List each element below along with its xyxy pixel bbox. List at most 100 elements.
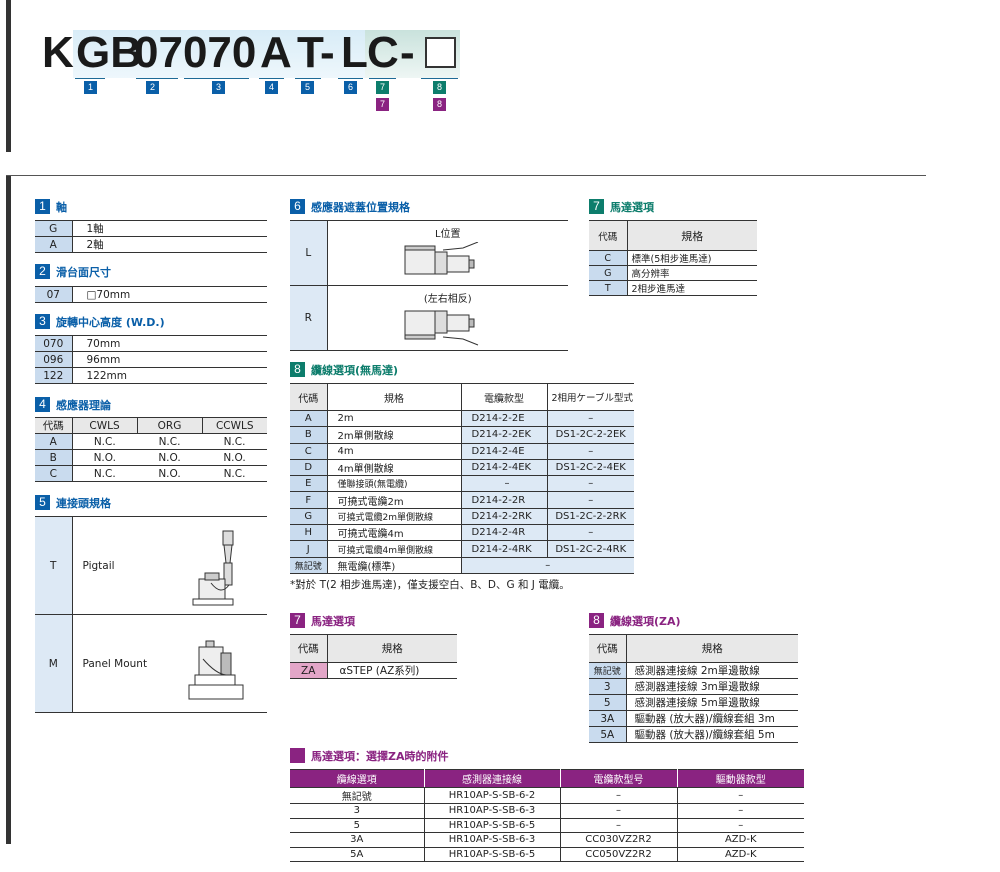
section-number: 5 xyxy=(35,495,50,510)
footnote: *對於 T(2 相步進馬達)，僅支援空白、B、D、G 和 J 電纜。 xyxy=(290,579,570,591)
accessories-title: 馬達選項：選擇ZA時的附件 xyxy=(290,748,449,763)
value-cell: N.O. xyxy=(202,449,267,466)
section-title: 連接頭規格 xyxy=(56,496,111,510)
table-row: L L位置 xyxy=(290,220,568,286)
spec-cell: 96mm xyxy=(72,351,267,368)
badge-6: 6 xyxy=(344,81,357,94)
badge-7: 7 xyxy=(376,81,389,94)
code-cell: G xyxy=(589,265,628,281)
header-row: 代碼規格 xyxy=(290,634,457,663)
code-cell: D xyxy=(290,459,328,477)
spec-cell: 可撓式電纜4m xyxy=(327,524,462,542)
left-bar-top xyxy=(6,0,11,152)
char-dash2: - xyxy=(400,28,415,77)
sensor-cable-cell: HR10AP-S-SB-6-5 xyxy=(424,818,561,834)
cable-model-cell: – xyxy=(461,557,634,574)
spec-cell: 標準(5相步進馬達) xyxy=(627,250,757,266)
two-phase-cable-cell: – xyxy=(547,475,634,493)
cable-model-cell: CC030VZ2R2 xyxy=(560,832,678,848)
header-row: 代碼規格 xyxy=(589,220,757,251)
section-number: 3 xyxy=(35,314,50,329)
cable-model-cell: D214-2-4R xyxy=(461,524,548,542)
section-number: 8 xyxy=(290,362,305,377)
header-cell: 規格 xyxy=(626,634,798,663)
cable-model-cell: – xyxy=(461,475,548,493)
spec-cell: □70mm xyxy=(72,286,267,303)
code-cell: A xyxy=(35,236,73,253)
section-number: 6 xyxy=(290,199,305,214)
cable-model-cell: – xyxy=(560,803,678,819)
table-row: 無記號感測器連接線 2m單邊散線 xyxy=(589,662,798,679)
code-cell: A xyxy=(290,410,328,428)
code-cell: F xyxy=(290,491,328,509)
section-title: 纜線選項(ZA) xyxy=(610,614,681,628)
code-cell: 3A xyxy=(589,710,627,727)
code-cell: 5 xyxy=(589,694,627,711)
section-title: 纜線選項(無馬達) xyxy=(311,363,399,377)
value-cell: N.C. xyxy=(72,465,137,482)
sensor-cable-cell: HR10AP-S-SB-6-3 xyxy=(424,803,561,819)
blank-box xyxy=(425,37,456,68)
code-cell: G xyxy=(290,508,328,526)
r-position-label: (左右相反) xyxy=(423,293,472,305)
highlight-blue xyxy=(73,30,365,78)
code-cell: 070 xyxy=(35,335,73,352)
badge-7-za: 7 xyxy=(376,98,389,111)
cable-option-cell: 無記號 xyxy=(290,787,425,804)
header-cell: 規格 xyxy=(327,634,457,663)
spec-cell: 感測器連接線 2m單邊散線 xyxy=(626,662,798,679)
char-dash1: - xyxy=(320,28,335,77)
section-title: 旋轉中心高度 (W.D.) xyxy=(56,315,165,329)
cable-model-cell: D214-2-4EK xyxy=(461,459,548,477)
badge-2: 2 xyxy=(146,81,159,94)
underline xyxy=(136,78,178,79)
header-row: 纜線選項感測器連接線電纜款型号驅動器款型 xyxy=(290,769,804,788)
table-row: 無記號無電纜(標準)– xyxy=(290,557,634,574)
code-cell: 07 xyxy=(35,286,73,303)
code-cell: L xyxy=(290,220,328,286)
driver-model-cell: – xyxy=(677,803,804,819)
spec-cell: 2m xyxy=(327,410,462,428)
spec-cell: 4m單側散線 xyxy=(327,459,462,477)
section-5-title: 5 連接頭規格 xyxy=(35,495,111,510)
spec-cell: 2軸 xyxy=(72,236,267,253)
cable-option-cell: 5A xyxy=(290,847,425,863)
spec-cell: 可撓式電纜2m xyxy=(327,491,462,509)
header-cell: 代碼 xyxy=(290,383,328,411)
badge-4: 4 xyxy=(265,81,278,94)
cable-option-cell: 5 xyxy=(290,818,425,834)
cable-model-cell: D214-2-2EK xyxy=(461,426,548,444)
spec-cell: 感測器連接線 3m單邊散線 xyxy=(626,678,798,695)
code-cell: B xyxy=(35,449,73,466)
code-cell: J xyxy=(290,540,328,558)
char-l: L xyxy=(341,28,368,77)
section-title: 馬達選項 xyxy=(311,614,355,628)
header-cell: 代碼 xyxy=(589,634,627,663)
underline xyxy=(295,78,321,79)
spec-cell: αSTEP (AZ系列) xyxy=(327,662,457,679)
underline xyxy=(184,78,249,79)
